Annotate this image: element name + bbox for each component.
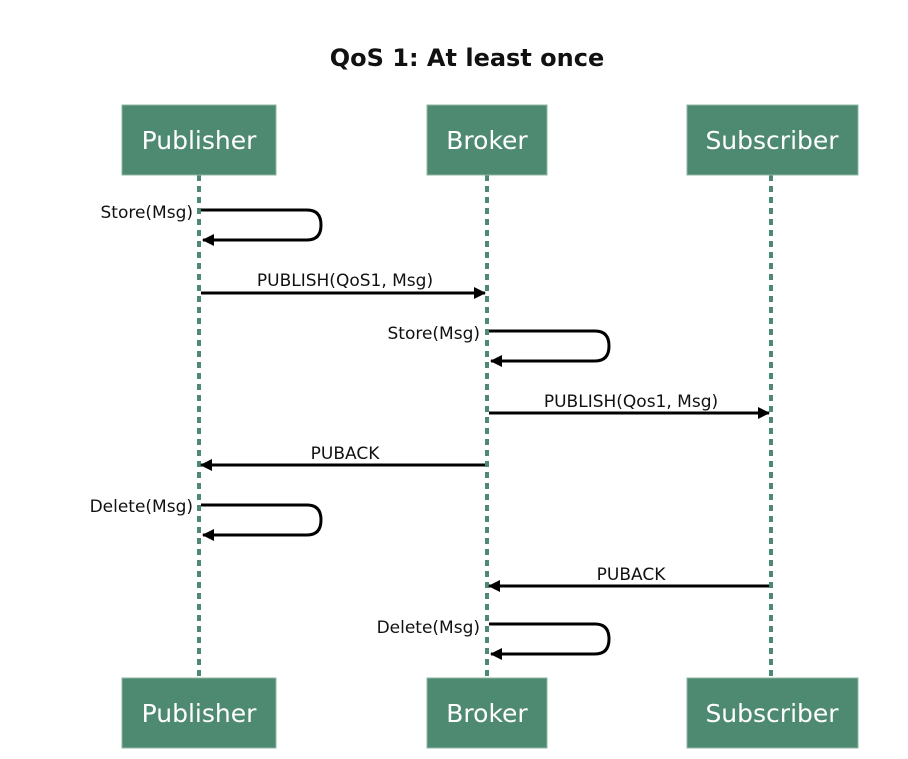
participant-publisher-bottom: Publisher (121, 677, 277, 749)
participant-broker-bottom: Broker (426, 677, 548, 749)
participant-subscriber-bottom: Subscriber (686, 677, 859, 749)
self-arrow (201, 503, 323, 541)
participant-box (121, 104, 277, 176)
message-label: Store(Msg) (387, 324, 480, 344)
participant-box (686, 677, 859, 749)
participant-label: Broker (446, 699, 528, 728)
participant-label: Publisher (142, 126, 257, 155)
message-label: Delete(Msg) (377, 618, 480, 638)
lifelines (197, 175, 773, 678)
message-label: PUBACK (597, 565, 667, 585)
participant-label: Broker (446, 126, 528, 155)
message-delete-broker: Delete(Msg) (377, 618, 611, 660)
message-publish-to-broker: PUBLISH(QoS1, Msg) (201, 271, 486, 299)
message-publish-to-subscriber: PUBLISH(Qos1, Msg) (489, 392, 770, 419)
participant-label: Subscriber (705, 126, 839, 155)
message-label: PUBACK (311, 444, 381, 464)
message-store-broker: Store(Msg) (387, 324, 611, 367)
participant-box (426, 104, 548, 176)
message-puback-to-broker: PUBACK (488, 565, 769, 592)
participant-label: Publisher (142, 699, 257, 728)
message-label: PUBLISH(Qos1, Msg) (544, 392, 718, 412)
participant-box (426, 677, 548, 749)
message-label: Delete(Msg) (90, 497, 193, 517)
message-label: PUBLISH(QoS1, Msg) (257, 271, 433, 291)
participant-subscriber-top: Subscriber (686, 104, 859, 176)
participant-box (121, 677, 277, 749)
participant-label: Subscriber (705, 699, 839, 728)
message-store-publisher: Store(Msg) (100, 203, 323, 246)
self-arrow (201, 208, 323, 246)
self-arrow (489, 622, 611, 660)
message-delete-publisher: Delete(Msg) (90, 497, 323, 541)
participant-broker-top: Broker (426, 104, 548, 176)
participant-publisher-top: Publisher (121, 104, 277, 176)
diagram-title: QoS 1: At least once (330, 44, 604, 72)
message-label: Store(Msg) (100, 203, 193, 223)
self-arrow (489, 329, 611, 367)
participant-box (686, 104, 859, 176)
message-puback-to-publisher: PUBACK (200, 444, 485, 471)
